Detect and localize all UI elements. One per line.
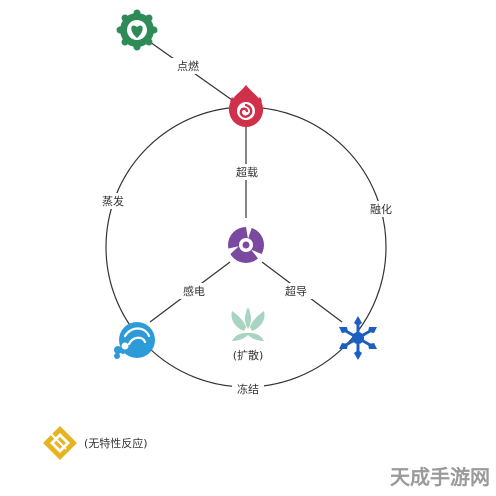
- label-bg-frozen: [232, 381, 264, 397]
- reaction-label-electro-charged: 感电: [183, 285, 205, 298]
- geo-icon: [43, 426, 77, 460]
- dendro-icon: [116, 9, 158, 51]
- label-bg-melt: [364, 201, 398, 217]
- label-bg-vaporize: [96, 193, 130, 209]
- reaction-label-superconduct: 超导: [285, 284, 307, 298]
- reaction-label-overloaded: 超载: [236, 165, 258, 179]
- reaction-label-vaporize: 蒸发: [102, 194, 124, 208]
- watermark-text: 天成手游网: [390, 465, 490, 489]
- hydro-icon: [114, 322, 155, 359]
- electro-icon: [227, 227, 264, 263]
- reaction-label-frozen: 冻结: [237, 382, 259, 396]
- anemo-icon: [231, 307, 265, 341]
- cryo-icon: [339, 316, 377, 360]
- label-bg-superconduct: [280, 283, 312, 299]
- pyro-icon: [228, 85, 264, 127]
- geo-note-label: (无特性反应): [84, 436, 148, 450]
- reaction-label-melt: 融化: [370, 202, 392, 216]
- reaction-label-burning: 点燃: [177, 59, 199, 73]
- label-bg-overloaded: [232, 164, 262, 180]
- reaction-label-swirl: (扩散): [233, 348, 264, 362]
- label-bg-electro-charged: [178, 283, 210, 299]
- label-bg-burning: [172, 58, 204, 74]
